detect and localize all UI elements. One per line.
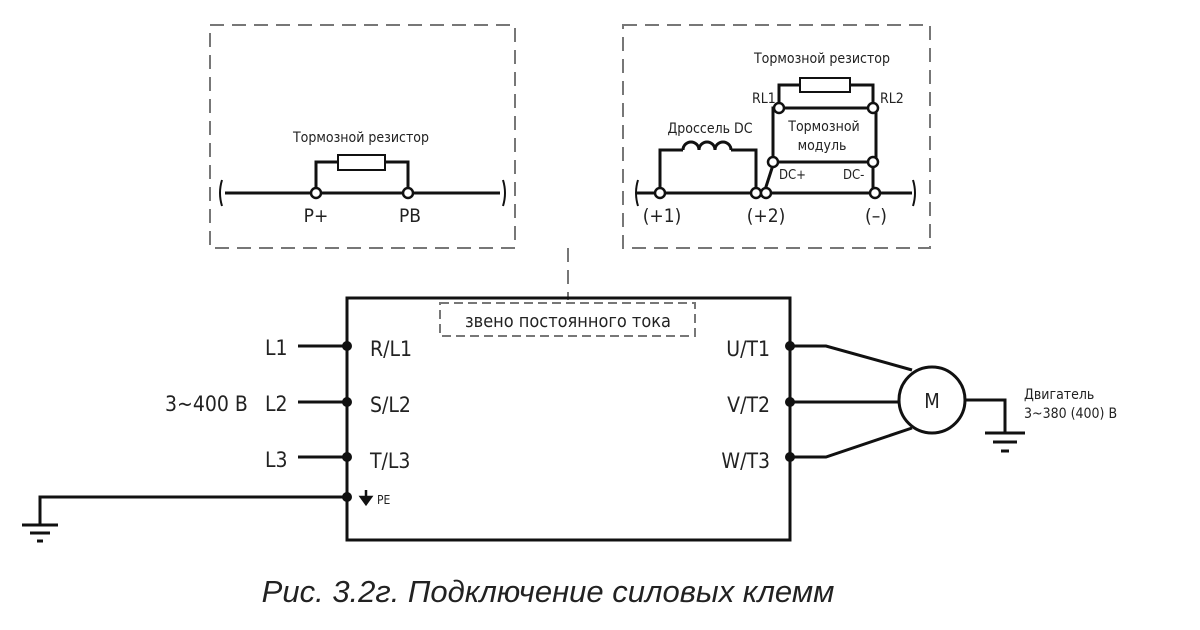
motor-label: Двигатель [1024, 387, 1094, 403]
terminal-rl1 [772, 101, 786, 115]
frequency-converter-box [345, 296, 792, 542]
dc-minus-label: DC- [843, 168, 864, 183]
terminal-minus [868, 186, 882, 200]
terminal-dc-minus [866, 155, 880, 169]
terminal-dc-plus [766, 155, 780, 169]
right-option-circuit: Тормозной резистор Дроссель DC Тормозной… [635, 51, 916, 227]
l2-label: L2 [265, 392, 288, 416]
t-l3-label: T/L3 [369, 449, 410, 473]
terminal-pb [401, 186, 415, 200]
terminal-plus1 [653, 186, 667, 200]
output-terminals: U/T1 V/T2 W/T3 M Двигатель 3~380 (400) В [721, 337, 1117, 473]
braking-resistor-symbol-2 [799, 77, 851, 93]
choke-label: Дроссель DC [667, 121, 752, 137]
v-t2-label: V/T2 [727, 393, 770, 417]
ground-icon [22, 523, 58, 543]
motor-ground-icon [985, 431, 1025, 453]
rl2-label: RL2 [880, 91, 904, 107]
left-option-circuit: Тормозной резистор P+ PB [219, 130, 506, 227]
pe-label: PE [377, 493, 391, 507]
l3-label: L3 [265, 448, 288, 472]
dc-plus-label: DC+ [779, 168, 806, 183]
motor-m-label: M [924, 389, 940, 413]
dc-choke-symbol [681, 140, 733, 151]
s-l2-label: S/L2 [370, 393, 411, 417]
rl1-label: RL1 [752, 91, 776, 107]
minus-label: (–) [865, 205, 887, 227]
terminal-p-plus-label: P+ [304, 205, 329, 227]
brake-module-label: Тормозной [787, 119, 859, 135]
input-terminals: L1 L2 L3 3~400 В R/L1 S/L2 T/L3 PE [22, 336, 412, 543]
resistor-label-2: Тормозной резистор [753, 51, 890, 67]
figure-caption: Рис. 3.2г. Подключение силовых клемм [262, 574, 835, 609]
plus1-label: (+1) [643, 205, 682, 227]
terminal-rl2 [866, 101, 880, 115]
terminal-choke-end [749, 186, 763, 200]
brake-module-label-2: модуль [798, 138, 847, 154]
brake-module-box [771, 106, 878, 164]
pe-arrow-icon [358, 490, 374, 507]
l1-label: L1 [265, 336, 288, 360]
terminal-p-plus [309, 186, 323, 200]
terminal-pb-label: PB [399, 205, 421, 227]
plus2-label: (+2) [747, 205, 786, 227]
dc-choke-brake-module-option-box [622, 24, 931, 249]
r-l1-label: R/L1 [370, 337, 412, 361]
motor-voltage-label: 3~380 (400) В [1024, 406, 1117, 422]
u-t1-label: U/T1 [726, 337, 770, 361]
w-t3-label: W/T3 [721, 449, 770, 473]
dc-link-label: звено постоянного тока [465, 311, 671, 332]
resistor-label: Тормозной резистор [292, 130, 429, 146]
dc-link-label-box [439, 302, 696, 337]
braking-resistor-symbol [337, 154, 386, 171]
terminal-plus2 [759, 186, 773, 200]
supply-voltage-label: 3~400 В [165, 392, 248, 416]
